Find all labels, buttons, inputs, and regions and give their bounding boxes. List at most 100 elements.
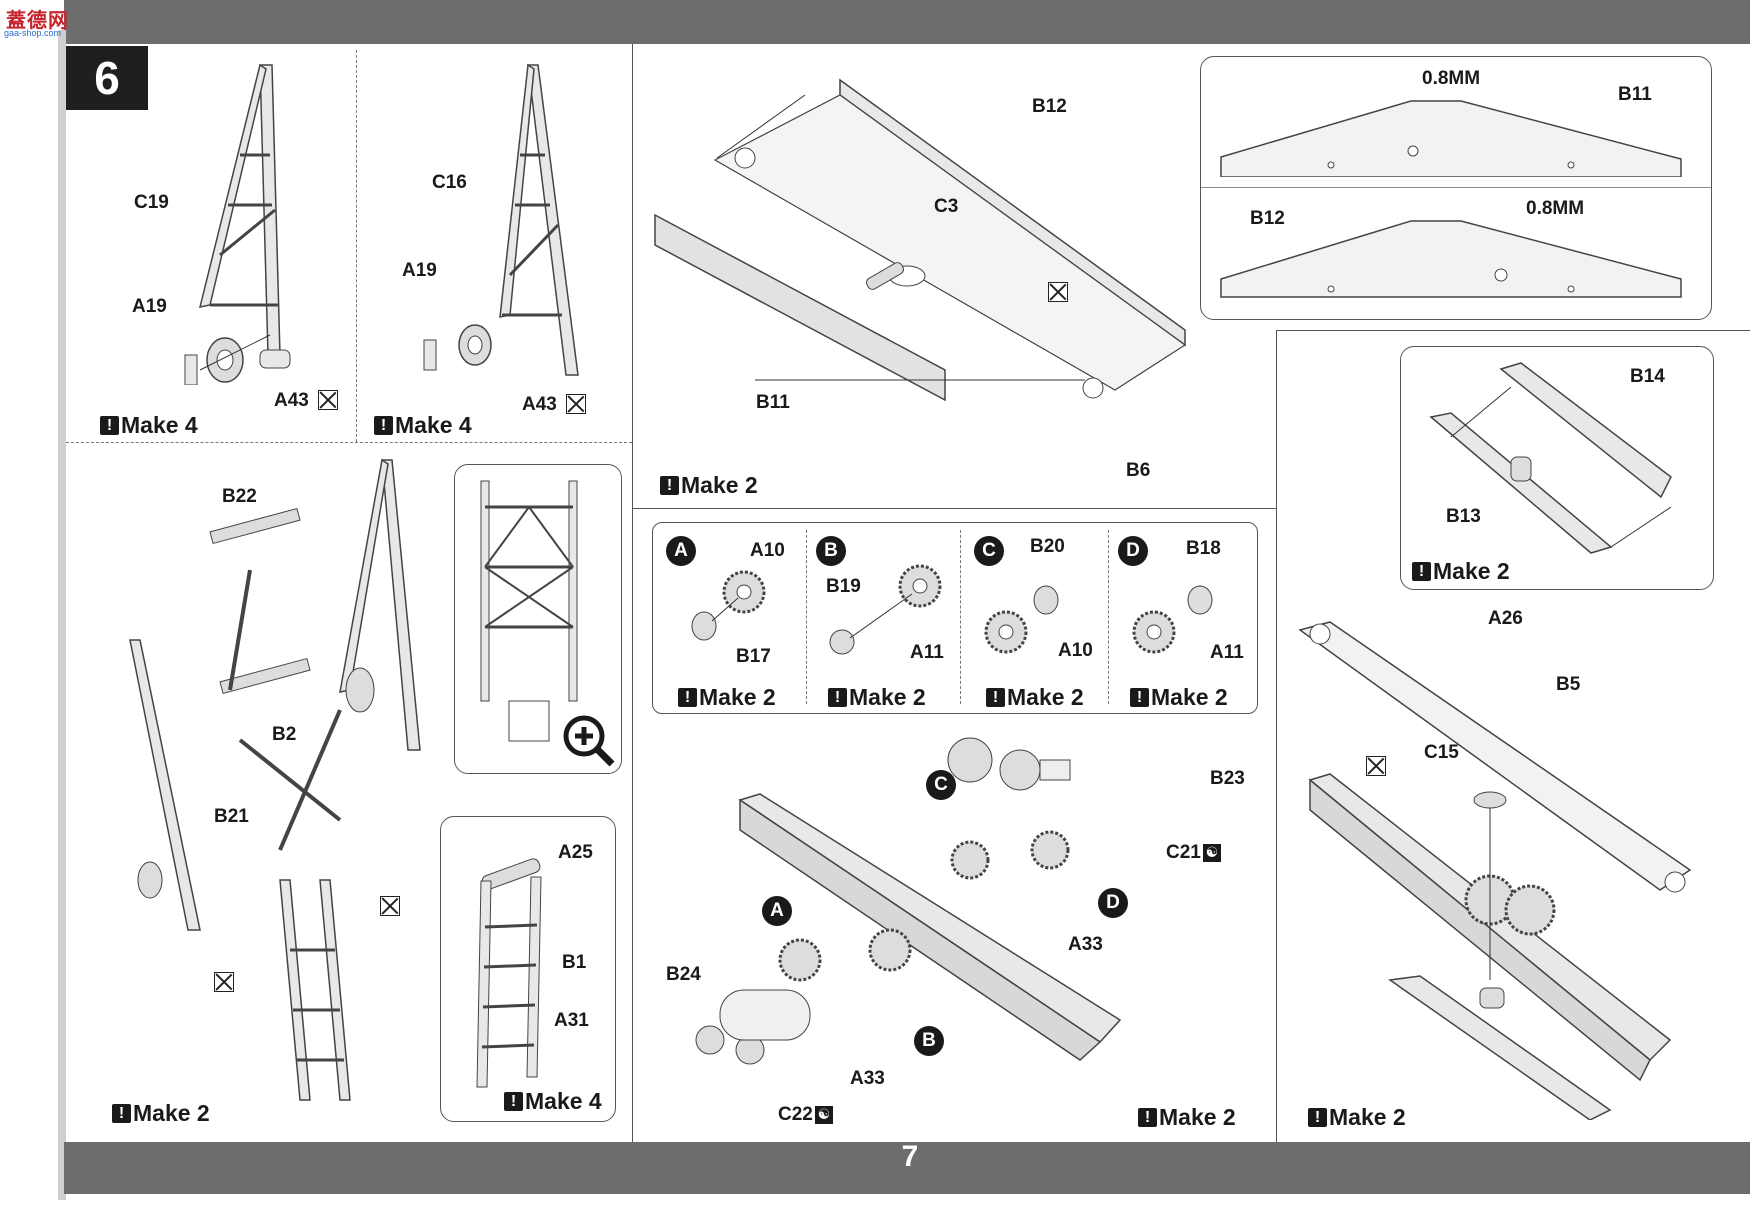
label-c21: C21 <box>1166 842 1201 863</box>
logo-text: 蓋德网 <box>6 8 69 32</box>
make-note-final: !Make 2 <box>1308 1104 1406 1131</box>
label-b11: B11 <box>756 392 790 413</box>
divider-left-column <box>632 44 633 1142</box>
step-number: 6 <box>66 46 148 110</box>
detail-split <box>1201 187 1711 188</box>
exclamation-icon: ! <box>828 688 847 707</box>
gear-c-marker: C <box>926 770 956 800</box>
label-a43: A43 <box>274 390 309 411</box>
zoom-frame-drawing <box>480 480 578 742</box>
subassembly-b-marker: B <box>816 536 846 566</box>
label-c21-group: C21☯ <box>1166 842 1221 864</box>
binding-edge <box>58 30 66 1200</box>
label-b18: B18 <box>1186 538 1221 559</box>
gear-b-marker: B <box>914 1026 944 1056</box>
base-beam-drawing <box>1429 362 1672 554</box>
make-text: Make 4 <box>395 412 472 438</box>
label-c16: C16 <box>432 172 467 193</box>
exclamation-icon: ! <box>986 688 1005 707</box>
exclamation-icon: ! <box>660 476 679 495</box>
magnify-plus-icon <box>563 715 615 767</box>
subassembly-c-marker: C <box>974 536 1004 566</box>
label-b23: B23 <box>1210 768 1245 789</box>
label-a10-c: A10 <box>1058 640 1093 661</box>
divider-right-row <box>1276 330 1750 331</box>
bottom-bar <box>64 1142 1750 1194</box>
label-a26: A26 <box>1488 608 1523 629</box>
divider-left-row <box>66 442 632 443</box>
watermark-logo: 蓋德网 gaa-shop.com <box>0 0 70 42</box>
label-b19: B19 <box>826 576 861 597</box>
label-a43-2: A43 <box>522 394 557 415</box>
subassembly-d-marker: D <box>1118 536 1148 566</box>
make-text: Make 4 <box>525 1088 602 1114</box>
make-note-frame: !Make 2 <box>112 1100 210 1127</box>
gear-divider-3 <box>1108 530 1109 704</box>
make-note-c19: !Make 4 <box>100 412 198 439</box>
label-b1: B1 <box>562 952 587 973</box>
b13-b14-detail-box <box>1400 346 1714 590</box>
make-note-rail: !Make 2 <box>660 472 758 499</box>
exclamation-icon: ! <box>678 688 697 707</box>
frame-assembly-drawing <box>129 458 421 1101</box>
gear-divider-2 <box>960 530 961 704</box>
label-b21: B21 <box>214 806 249 827</box>
label-thickness-2: 0.8MM <box>1526 198 1585 219</box>
label-a10-a: A10 <box>750 540 785 561</box>
gear-a-drawing <box>691 570 766 641</box>
label-b2: B2 <box>272 724 297 745</box>
label-thickness-1: 0.8MM <box>1422 68 1481 89</box>
gear-d-marker: D <box>1098 888 1128 918</box>
divider-right-column <box>1276 330 1277 1142</box>
divider-mid-row <box>632 508 1276 509</box>
label-a11-b: A11 <box>910 642 944 663</box>
make-note-base: !Make 2 <box>1412 558 1510 585</box>
logo-url: gaa-shop.com <box>4 28 62 38</box>
label-b12: B12 <box>1032 96 1067 117</box>
label-a31: A31 <box>554 1010 589 1031</box>
label-b22: B22 <box>222 486 257 507</box>
gear-c-drawing <box>984 585 1059 654</box>
label-a19: A19 <box>132 296 167 317</box>
make-text: Make 4 <box>121 412 198 438</box>
exclamation-icon: ! <box>374 416 393 435</box>
exclamation-icon: ! <box>1130 688 1149 707</box>
make-text: Make 2 <box>1433 558 1510 584</box>
ladder-drawing <box>476 858 542 1088</box>
exclamation-icon: ! <box>100 416 119 435</box>
c16-frame-drawing <box>423 63 579 376</box>
make-text: Make 2 <box>1007 684 1084 710</box>
final-assembly-drawing <box>1298 621 1692 1120</box>
gear-a-marker: A <box>762 896 792 926</box>
exclamation-icon: ! <box>112 1104 131 1123</box>
no-cement-icon <box>318 390 338 410</box>
label-b17: B17 <box>736 646 771 667</box>
subassembly-a-marker: A <box>666 536 696 566</box>
glue-icon: ☯ <box>814 1106 833 1124</box>
make-note-gear-assembly: !Make 2 <box>1138 1104 1236 1131</box>
exclamation-icon: ! <box>1138 1108 1157 1127</box>
label-b11-detail: B11 <box>1618 84 1652 105</box>
label-a19-2: A19 <box>402 260 437 281</box>
ladder-detail-box <box>440 816 616 1122</box>
rail-drawing <box>654 78 1187 402</box>
label-a11-d: A11 <box>1210 642 1244 663</box>
label-c22: C22 <box>778 1104 813 1125</box>
no-cement-icon <box>1048 282 1068 302</box>
exclamation-icon: ! <box>1308 1108 1327 1127</box>
make-text: Make 2 <box>1159 1104 1236 1130</box>
label-c15: C15 <box>1424 742 1459 763</box>
make-note-b: !Make 2 <box>828 684 926 711</box>
label-b24: B24 <box>666 964 701 985</box>
exclamation-icon: ! <box>504 1092 523 1111</box>
make-note-c16: !Make 4 <box>374 412 472 439</box>
label-b5: B5 <box>1556 674 1581 695</box>
make-note-ladder: !Make 4 <box>504 1088 602 1115</box>
make-note-c: !Make 2 <box>986 684 1084 711</box>
label-b20: B20 <box>1030 536 1065 557</box>
gear-b-drawing <box>829 564 942 655</box>
label-a33-2: A33 <box>850 1068 885 1089</box>
label-c22-group: C22☯ <box>778 1104 833 1126</box>
page-number: 7 <box>901 1140 919 1173</box>
